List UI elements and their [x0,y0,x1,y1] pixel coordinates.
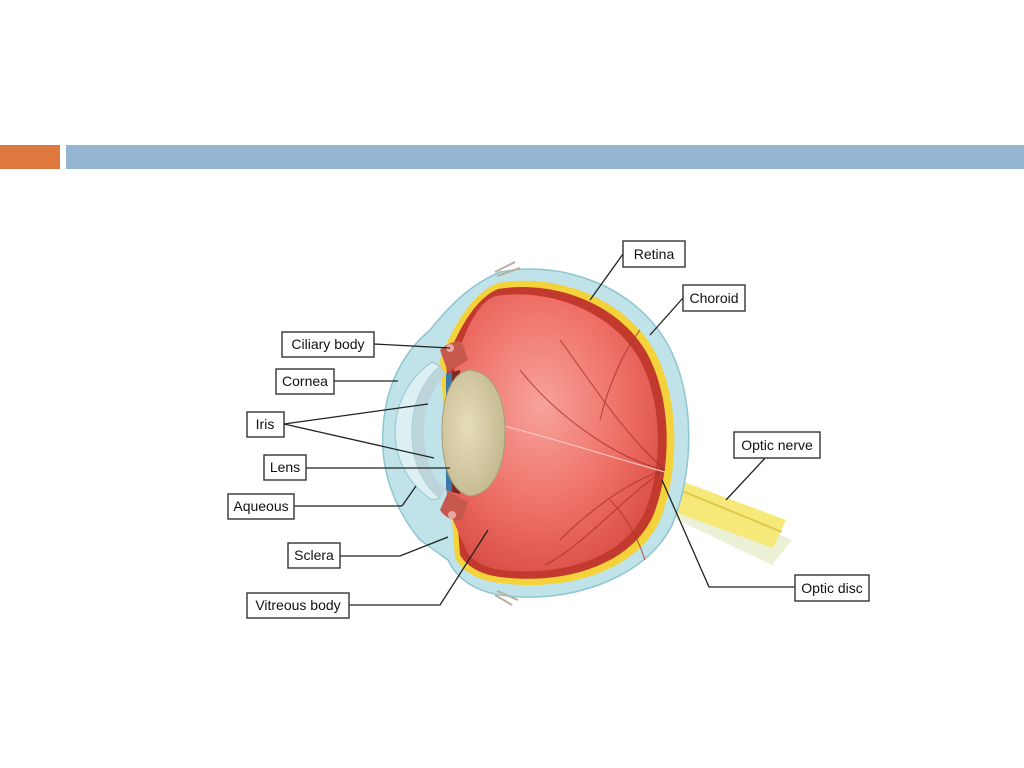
label-optic-disc: Optic disc [794,574,870,602]
eyelid-top [494,261,521,277]
label-choroid-text: Choroid [689,290,738,306]
label-optic-disc-text: Optic disc [801,580,862,596]
label-optic-nerve: Optic nerve [733,431,821,459]
label-aqueous: Aqueous [227,493,295,520]
label-retina: Retina [622,240,686,268]
slide-accent-bar [0,145,60,169]
label-retina-text: Retina [634,246,675,262]
lens-shape [441,369,506,497]
label-ciliary-body-text: Ciliary body [291,336,364,352]
label-aqueous-text: Aqueous [233,498,288,514]
label-vitreous-body: Vitreous body [246,592,350,619]
leader-lines [283,253,795,606]
aqueous-chamber-shape [412,366,446,498]
label-sclera: Sclera [287,542,341,569]
label-optic-nerve-text: Optic nerve [741,437,813,453]
label-iris: Iris [246,411,285,438]
label-vitreous-body-text: Vitreous body [255,597,340,613]
label-iris-text: Iris [256,416,275,432]
slide-header-bar [66,145,1024,169]
lens-axis-line [499,424,666,473]
label-choroid: Choroid [682,284,746,312]
ciliary-body-shape [440,341,468,521]
eyelid-bottom [494,590,519,606]
label-lens: Lens [263,454,307,481]
label-lens-text: Lens [270,459,300,475]
retinal-vessels [519,329,666,566]
label-sclera-text: Sclera [294,547,334,563]
label-ciliary-body: Ciliary body [281,331,375,358]
label-cornea: Cornea [275,368,335,395]
label-cornea-text: Cornea [282,373,328,389]
